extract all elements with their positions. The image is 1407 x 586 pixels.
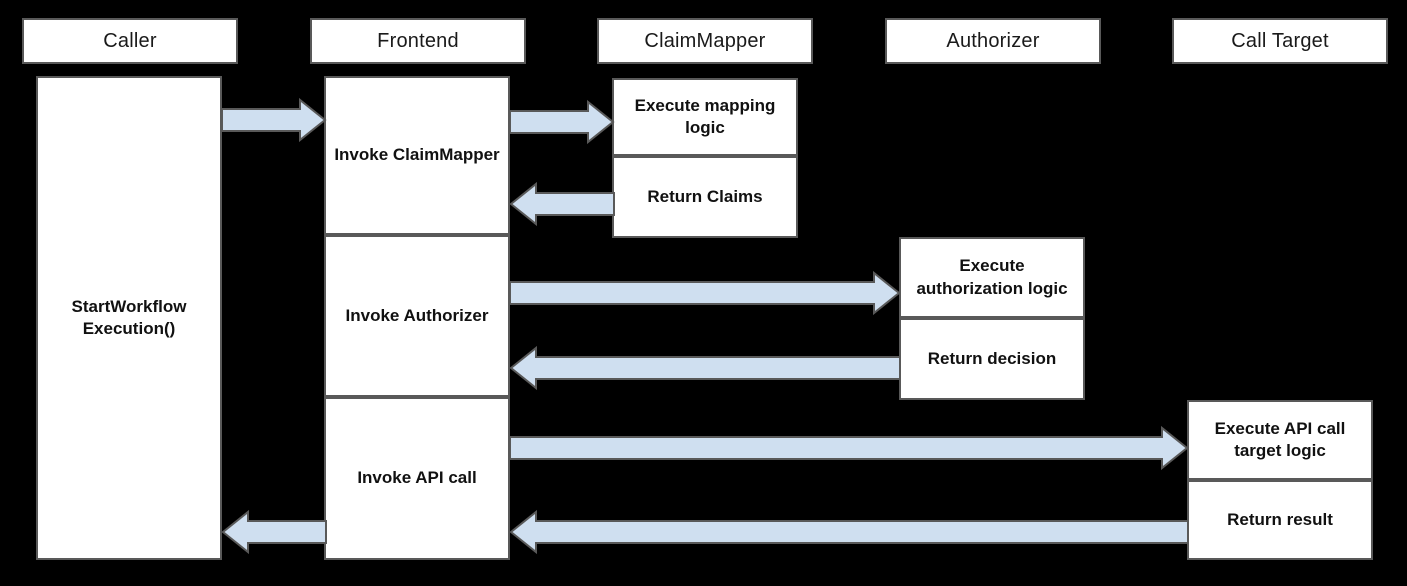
lifeline-header-claimmapper: ClaimMapper	[597, 18, 813, 64]
arrow-shape	[221, 509, 327, 555]
activation-box-label: Execute API call target logic	[1214, 418, 1346, 460]
lifeline-header-caller: Caller	[22, 18, 238, 64]
arrow-shape	[509, 425, 1189, 471]
lifeline-header-label: Call Target	[1231, 29, 1329, 52]
arrow-shape	[221, 97, 327, 143]
lifeline-header-authorizer: Authorizer	[885, 18, 1101, 64]
activation-box-label: Execute authorization logic	[916, 256, 1068, 298]
activation-box-label: Return Claims	[647, 186, 763, 206]
frontend-to-caller-arrow	[221, 509, 327, 555]
activation-box-fe-invoke-cm: Invoke ClaimMapper	[324, 76, 510, 235]
activation-box-label: StartWorkflow Execution()	[71, 296, 187, 338]
claimmapper-to-frontend-arrow	[509, 181, 615, 227]
frontend-to-claimmapper-arrow	[509, 99, 615, 145]
lifeline-header-label: Caller	[103, 29, 157, 52]
activation-box-authz-return: Return decision	[899, 318, 1085, 400]
activation-box-label: Return decision	[927, 348, 1057, 368]
activation-box-authz-execute: Execute authorization logic	[899, 237, 1085, 318]
lifeline-header-label: ClaimMapper	[644, 29, 766, 52]
calltarget-to-frontend-arrow	[509, 509, 1189, 555]
activation-box-cm-execute: Execute mapping logic	[612, 78, 798, 156]
lifeline-header-label: Authorizer	[946, 29, 1040, 52]
arrow-shape	[509, 270, 901, 316]
arrow-shape	[509, 509, 1189, 555]
activation-box-label: Execute mapping logic	[634, 95, 776, 137]
activation-box-label: Invoke Authorizer	[345, 305, 489, 325]
activation-box-fe-invoke-authz: Invoke Authorizer	[324, 235, 510, 397]
authorizer-to-frontend-arrow	[509, 345, 901, 391]
caller-to-frontend-arrow	[221, 97, 327, 143]
activation-box-cm-return: Return Claims	[612, 156, 798, 238]
lifeline-header-label: Frontend	[377, 29, 459, 52]
activation-box-label: Return result	[1227, 509, 1333, 529]
lifeline-header-calltarget: Call Target	[1172, 18, 1388, 64]
lifeline-header-frontend: Frontend	[310, 18, 526, 64]
activation-box-label: Invoke ClaimMapper	[334, 145, 500, 165]
activation-box-caller-start: StartWorkflow Execution()	[36, 76, 222, 560]
frontend-to-calltarget-arrow	[509, 425, 1189, 471]
activation-box-fe-invoke-api: Invoke API call	[324, 397, 510, 560]
activation-box-ct-execute: Execute API call target logic	[1187, 400, 1373, 480]
activation-box-ct-return: Return result	[1187, 480, 1373, 560]
arrow-shape	[509, 99, 615, 145]
frontend-to-authorizer-arrow	[509, 270, 901, 316]
activation-box-label: Invoke API call	[357, 468, 477, 488]
arrow-shape	[509, 181, 615, 227]
arrow-shape	[509, 345, 901, 391]
